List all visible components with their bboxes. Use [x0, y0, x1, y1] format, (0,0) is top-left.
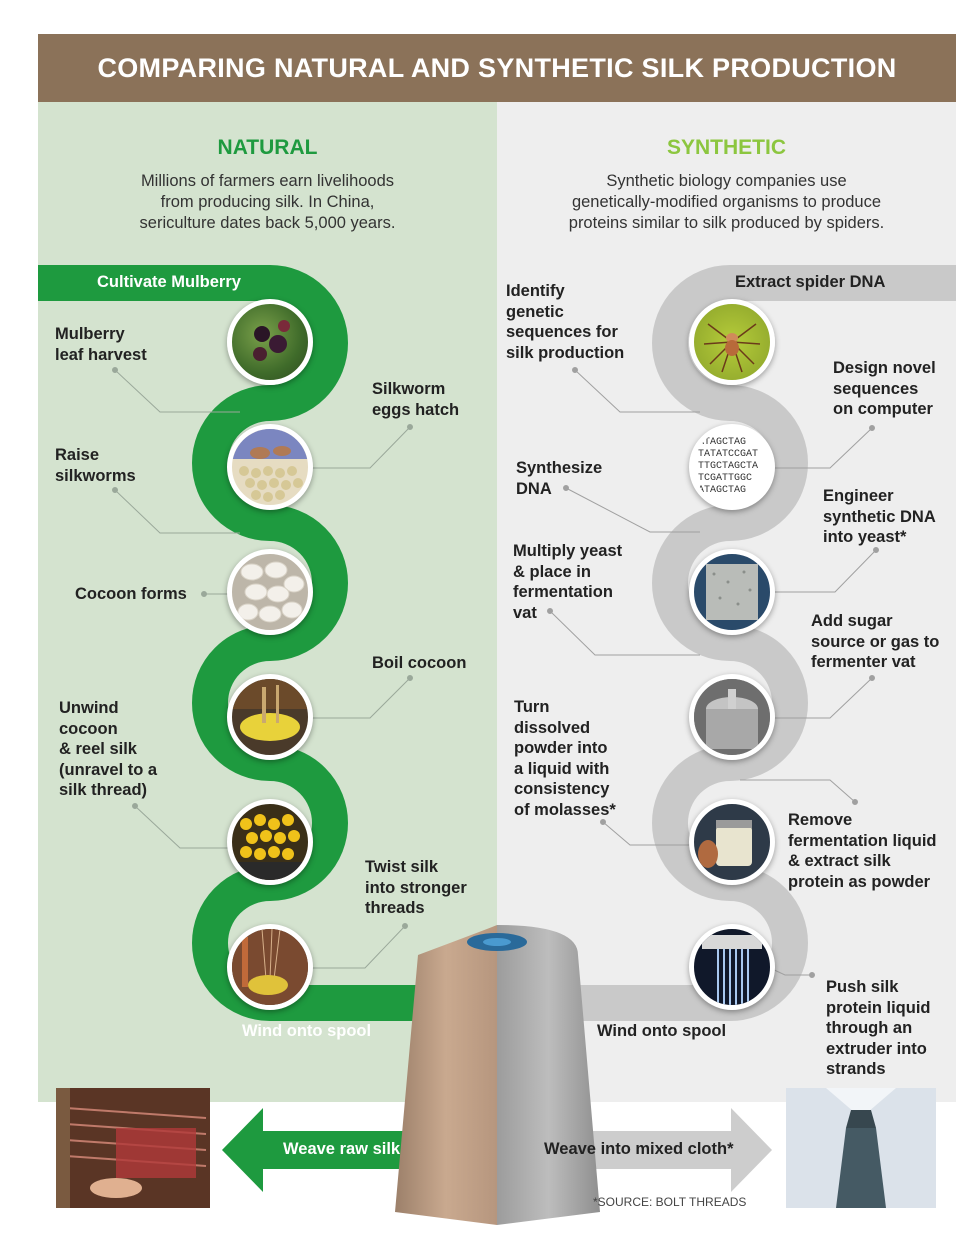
step-add-sugar: Add sugar source or gas to fermenter vat: [811, 612, 940, 671]
step-identify-sequences: Identify genetic sequences for silk prod…: [506, 282, 625, 362]
boiling-cocoon-photo: [227, 674, 313, 760]
tie-shirt-photo: [786, 1088, 936, 1208]
step-remove-liquid: Remove fermentation liquid & extract sil…: [788, 811, 937, 891]
step-cocoon-forms: Cocoon forms: [75, 585, 187, 603]
yarn-cone: [395, 925, 600, 1225]
weave-mixed-cloth-label: Weave into mixed cloth*: [544, 1140, 734, 1158]
cocoons-photo: [227, 549, 313, 635]
dna-sequence-photo: ATAGCTAG TATATCCGAT TTGCTAGCTA TCGATTGGC…: [689, 424, 775, 510]
fermenter-photo: [689, 674, 775, 760]
page-title: COMPARING NATURAL AND SYNTHETIC SILK PRO…: [97, 53, 897, 83]
reeling-silk-icon: [232, 814, 308, 880]
silk-powder-jar-photo: [689, 799, 775, 885]
step-boil-cocoon: Boil cocoon: [372, 654, 467, 672]
step-multiply-yeast: Multiply yeast & place in fermentation v…: [513, 542, 623, 622]
silkworm-eggs-icon: [232, 429, 308, 502]
natural-end-label: Wind onto spool: [242, 1022, 372, 1040]
step-twist-silk: Twist silk into stronger threads: [365, 858, 467, 917]
dna-sequence-text: ATAGCTAG TATATCCGAT TTGCTAGCTA TCGATTGGC…: [698, 437, 759, 496]
tie-shirt-icon: [786, 1088, 936, 1208]
step-unwind-cocoon: Unwind cocoon & reel silk (unravel to a …: [59, 699, 158, 799]
cocoons-icon: [237, 561, 305, 623]
natural-description: Millions of farmers earn livelihoods fro…: [139, 172, 396, 232]
step-engineer-dna: Engineer synthetic DNA into yeast*: [823, 487, 936, 546]
weave-arrow-right: [535, 1108, 772, 1192]
source-note: *SOURCE: BOLT THREADS: [593, 1195, 747, 1209]
natural-title: NATURAL: [217, 136, 318, 159]
natural-start-label: Cultivate Mulberry: [97, 273, 241, 291]
step-raise-silkworms: Raise silkworms: [55, 446, 136, 485]
silk-powder-jar-icon: [698, 820, 752, 868]
spool-winding-icon: [232, 929, 308, 1005]
yeast-photo: [689, 549, 775, 635]
spider-photo: [689, 299, 775, 385]
synthetic-title: SYNTHETIC: [666, 136, 786, 159]
mulberry-photo: [227, 299, 313, 385]
weave-raw-silk-label: Weave raw silk: [283, 1140, 401, 1158]
synthetic-leaders: [547, 367, 879, 978]
step-turn-powder-liquid: Turn dissolved powder into a liquid with…: [514, 698, 616, 819]
weave-arrow-left: [222, 1108, 455, 1192]
step-design-sequences: Design novel sequences on computer: [833, 359, 936, 418]
synthetic-description: Synthetic biology companies use genetica…: [568, 172, 885, 232]
silkworm-eggs-photo: [227, 424, 313, 510]
header-bar: COMPARING NATURAL AND SYNTHETIC SILK PRO…: [38, 34, 956, 102]
spool-winding-photo: [227, 924, 313, 1010]
mulberry-icon: [253, 320, 290, 361]
fermenter-icon: [694, 679, 770, 755]
natural-leaders: [112, 367, 413, 969]
synthetic-end-label: Wind onto spool: [597, 1022, 727, 1040]
spider-icon: [703, 323, 761, 373]
step-silkworm-eggs-hatch: Silkworm eggs hatch: [372, 380, 460, 419]
boiling-cocoon-icon: [232, 679, 308, 741]
reeling-silk-photo: [227, 799, 313, 885]
loom-photo: [56, 1088, 210, 1208]
yeast-icon: [706, 564, 758, 620]
loom-icon: [56, 1088, 210, 1208]
extruder-photo: [689, 924, 775, 1010]
synthetic-start-label: Extract spider DNA: [735, 273, 886, 291]
step-mulberry-leaf-harvest: Mulberry leaf harvest: [55, 325, 147, 364]
extruder-icon: [702, 935, 762, 1005]
step-push-extruder: Push silk protein liquid through an extr…: [826, 978, 931, 1078]
step-synthesize-dna: Synthesize DNA: [516, 459, 603, 498]
